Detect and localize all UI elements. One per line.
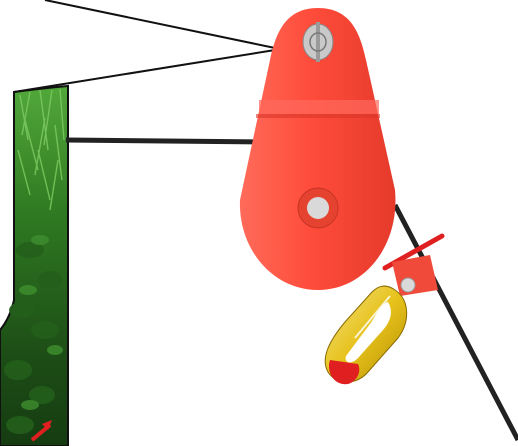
carabiner-clip	[325, 286, 406, 384]
axle-icon	[298, 188, 338, 228]
foliage-panel	[0, 86, 68, 446]
pulley	[240, 8, 396, 290]
callout-lines	[14, 0, 275, 92]
